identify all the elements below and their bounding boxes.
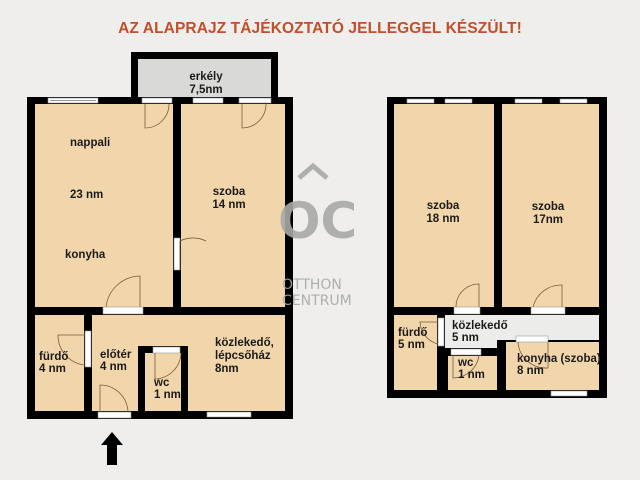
door (102, 306, 144, 315)
svg-text:5 nm: 5 nm (398, 339, 425, 351)
door (173, 237, 181, 271)
room-konyha (506, 342, 599, 390)
window (406, 98, 435, 104)
label-konyha: konyha (szoba) (517, 353, 601, 365)
label-szoba-17: szoba (532, 201, 565, 213)
svg-text:CENTRUM: CENTRUM (282, 293, 352, 309)
door (84, 330, 92, 368)
svg-text:8nm: 8nm (215, 363, 239, 375)
svg-text:lépcsőház: lépcsőház (215, 350, 271, 362)
label-nappali: nappali (70, 137, 110, 149)
svg-text:OTTHON: OTTHON (282, 277, 342, 293)
svg-text:18 nm: 18 nm (426, 213, 459, 225)
right-floor-plan: szoba 18 nm szoba 17nm fürdő 5 nm közlek… (387, 97, 607, 398)
window (444, 98, 473, 104)
svg-text:1 nm: 1 nm (458, 369, 485, 381)
window (559, 98, 588, 104)
watermark-logo: OC OTTHON CENTRUM (278, 162, 357, 309)
label-wc: wc (153, 377, 170, 389)
door (515, 335, 549, 343)
label-kozlekedo: közlekedő, (215, 337, 274, 349)
window (514, 98, 543, 104)
window (192, 97, 224, 104)
svg-text:4 nm: 4 nm (100, 361, 127, 373)
room-nappali (35, 104, 173, 307)
left-floor-plan: erkély 7,5nm nappali 23 nm konyha szoba … (27, 52, 293, 465)
window (550, 390, 588, 397)
label-szoba: szoba (213, 186, 246, 198)
label-szoba-18: szoba (427, 200, 460, 212)
room-wc (145, 353, 181, 411)
room-wc (448, 356, 497, 390)
window (206, 411, 252, 418)
room-erkely (138, 59, 271, 99)
label-kozlekedo: közlekedő (452, 320, 508, 332)
label-eloter: előtér (100, 349, 132, 361)
room-szoba (181, 104, 285, 307)
entrance-door (97, 411, 132, 419)
svg-text:4 nm: 4 nm (39, 363, 66, 375)
svg-text:14 nm: 14 nm (212, 199, 245, 211)
disclaimer-title: AZ ALAPRAJZ TÁJÉKOZTATÓ JELLEGGEL KÉSZÜL… (118, 20, 522, 37)
door (437, 317, 445, 347)
svg-text:17nm: 17nm (533, 214, 563, 226)
door (152, 346, 181, 354)
door-swing (144, 103, 170, 129)
door (450, 348, 482, 356)
label-furdo: fürdő (39, 351, 68, 363)
label-wc: wc (457, 357, 474, 369)
svg-text:5 nm: 5 nm (452, 332, 479, 344)
svg-text:23 nm: 23 nm (70, 189, 103, 201)
door (530, 306, 566, 315)
door-swing (241, 103, 267, 129)
label-erkely: erkély (189, 71, 223, 83)
door (453, 306, 481, 315)
label-furdo: fürdő (398, 327, 427, 339)
room-szoba-17 (502, 104, 599, 307)
room-szoba-18 (394, 104, 494, 307)
svg-text:8 nm: 8 nm (517, 365, 544, 377)
label-konyha: konyha (65, 249, 106, 261)
room-kozlekedo (92, 315, 285, 411)
room-furdo (394, 315, 437, 390)
svg-text:7,5nm: 7,5nm (189, 84, 222, 96)
balcony-door (141, 97, 173, 104)
balcony-door (238, 97, 272, 104)
roof-icon (297, 162, 329, 180)
entrance-arrow-icon (101, 432, 123, 465)
svg-text:OC: OC (278, 192, 357, 250)
svg-text:1 nm: 1 nm (154, 389, 181, 401)
